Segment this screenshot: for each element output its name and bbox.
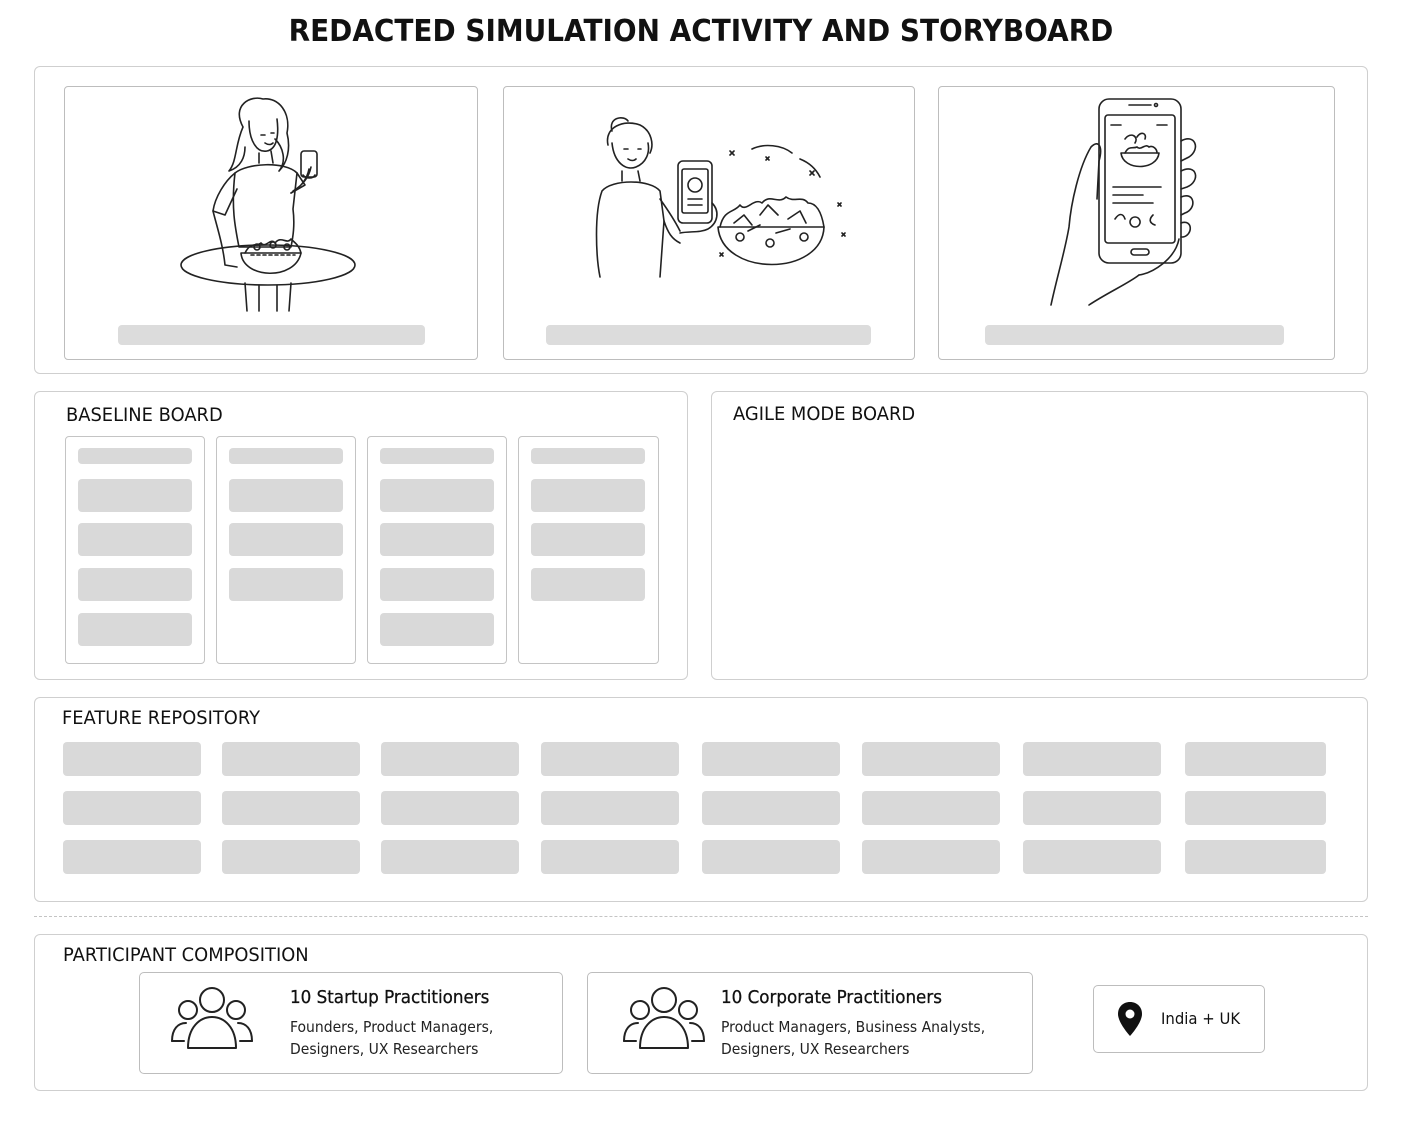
feature-card: [222, 840, 360, 874]
baseline-card: [78, 568, 192, 601]
location-card: India + UK: [1093, 985, 1265, 1053]
caption-placeholder: [118, 325, 425, 345]
feature-card: [541, 840, 679, 874]
baseline-card: [531, 479, 645, 512]
woman-with-phone-at-table-illustration: [65, 87, 479, 361]
baseline-card: [78, 479, 192, 512]
startup-practitioners-card: 10 Startup Practitioners Founders, Produ…: [139, 972, 563, 1074]
feature-card: [1023, 791, 1161, 825]
feature-card: [381, 742, 519, 776]
corporate-practitioners-card: 10 Corporate Practitioners Product Manag…: [587, 972, 1033, 1074]
storyboard-panel-1: [64, 86, 478, 360]
page-title: REDACTED SIMULATION ACTIVITY AND STORYBO…: [288, 14, 1114, 49]
baseline-card: [78, 613, 192, 646]
feature-card: [222, 742, 360, 776]
participant-composition-heading: PARTICIPANT COMPOSITION: [63, 944, 309, 966]
baseline-card-header: [531, 448, 645, 464]
baseline-card-header: [380, 448, 494, 464]
feature-card: [702, 791, 840, 825]
baseline-card-header: [78, 448, 192, 464]
location-label: India + UK: [1161, 1009, 1241, 1028]
feature-repository-heading: FEATURE REPOSITORY: [62, 707, 261, 729]
feature-card: [381, 840, 519, 874]
feature-card: [862, 840, 1000, 874]
feature-card: [1023, 840, 1161, 874]
baseline-card: [380, 613, 494, 646]
group-roles-line-2: Designers, UX Researchers: [721, 1040, 910, 1058]
group-roles-line-2: Designers, UX Researchers: [290, 1040, 479, 1058]
storyboard-panel-3: [938, 86, 1335, 360]
baseline-card: [78, 523, 192, 556]
group-name: 10 Startup Practitioners: [290, 987, 490, 1008]
storyboard-panel-2: [503, 86, 915, 360]
feature-card: [222, 791, 360, 825]
caption-placeholder: [546, 325, 871, 345]
baseline-card: [229, 523, 343, 556]
caption-placeholder: [985, 325, 1284, 345]
baseline-card: [531, 523, 645, 556]
group-roles-line-1: Founders, Product Managers,: [290, 1018, 494, 1036]
agile-mode-board-heading: AGILE MODE BOARD: [733, 403, 916, 425]
hand-holding-phone-illustration: [939, 87, 1336, 361]
feature-card: [63, 742, 201, 776]
section-divider: [34, 916, 1368, 917]
group-name: 10 Corporate Practitioners: [721, 987, 942, 1008]
woman-scanning-bowl-illustration: [504, 87, 916, 361]
group-roles-line-1: Product Managers, Business Analysts,: [721, 1018, 986, 1036]
feature-card: [1185, 742, 1326, 776]
feature-card: [862, 791, 1000, 825]
agile-mode-board: [711, 391, 1368, 680]
baseline-board-heading: BASELINE BOARD: [66, 404, 223, 426]
baseline-card: [380, 568, 494, 601]
feature-card: [541, 791, 679, 825]
feature-card: [1185, 840, 1326, 874]
feature-card: [63, 840, 201, 874]
group-people-icon: [622, 985, 706, 1051]
feature-card: [541, 742, 679, 776]
baseline-card: [531, 568, 645, 601]
feature-card: [1185, 791, 1326, 825]
baseline-card: [229, 479, 343, 512]
baseline-card: [229, 568, 343, 601]
feature-card: [381, 791, 519, 825]
feature-card: [1023, 742, 1161, 776]
feature-card: [862, 742, 1000, 776]
feature-card: [702, 840, 840, 874]
baseline-card-header: [229, 448, 343, 464]
location-pin-icon: [1118, 1002, 1142, 1036]
group-people-icon: [170, 985, 254, 1051]
feature-card: [63, 791, 201, 825]
baseline-card: [380, 479, 494, 512]
baseline-card: [380, 523, 494, 556]
feature-card: [702, 742, 840, 776]
